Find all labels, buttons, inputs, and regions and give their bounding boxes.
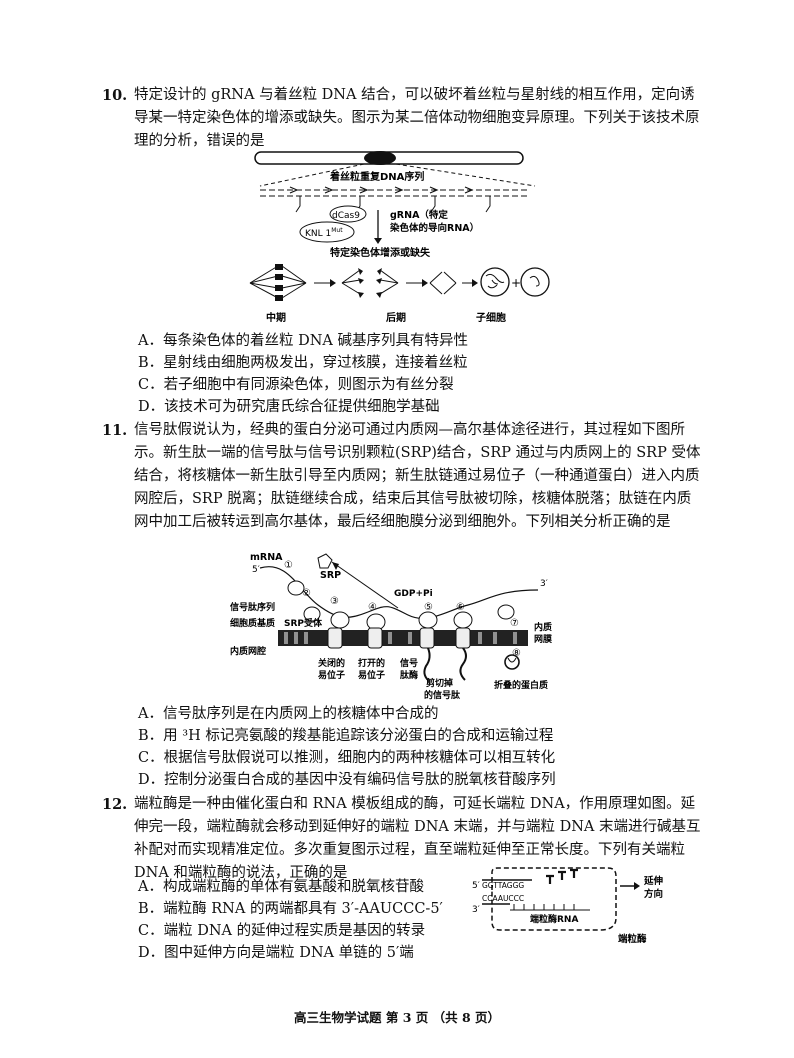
telomerase-label: 端粒酶 bbox=[618, 933, 647, 945]
question-number: 11. bbox=[102, 422, 128, 439]
cut-signal-peptide-2: 的信号肽 bbox=[424, 689, 461, 700]
step-1: ① bbox=[284, 560, 293, 571]
signal-peptidase-2: 肽酶 bbox=[400, 669, 418, 681]
q11-option-c: C．根据信号肽假说可以推测，细胞内的两种核糖体可以相互转化 bbox=[138, 750, 556, 766]
er-membrane bbox=[278, 630, 528, 646]
top-sequence: GGTTAGGG bbox=[482, 881, 524, 890]
question-stem: 端粒酶是一种由催化蛋白和 RNA 模板组成的酶，可延长端粒 DNA，作用原理如图… bbox=[134, 796, 701, 881]
closed-translocon-2: 易位子 bbox=[318, 669, 345, 681]
er-membrane-label-2: 网膜 bbox=[534, 633, 553, 645]
grna-label-1: gRNA（特定 bbox=[390, 209, 448, 221]
repeat-dna-label: 着丝粒重复DNA序列 bbox=[329, 170, 424, 183]
dcas9-label: dCas9 bbox=[332, 211, 360, 221]
q10-option-a: A．每条染色体的着丝粒 DNA 碱基序列具有特异性 bbox=[138, 333, 468, 349]
grna-label-2: 染色体的导向RNA） bbox=[389, 222, 479, 234]
closed-translocon-1: 关闭的 bbox=[318, 657, 345, 669]
q11-option-d: D．控制分泌蛋白合成的基因中没有编码信号肽的脱氧核苷酸序列 bbox=[138, 772, 556, 788]
stage-label-anaphase: 后期 bbox=[386, 311, 406, 324]
question-stem: 特定设计的 gRNA 与着丝粒 DNA 结合，可以破坏着丝粒与星射线的相互作用，… bbox=[134, 87, 700, 149]
step-8: ⑧ bbox=[512, 648, 521, 659]
q11-option-a: A．信号肽序列是在内质网上的核糖体中合成的 bbox=[138, 706, 439, 722]
q10-option-c: C．若子细胞中有同源染色体，则图示为有丝分裂 bbox=[138, 377, 454, 393]
cytosol-label: 细胞质基质 bbox=[230, 617, 275, 629]
step-3: ③ bbox=[330, 596, 339, 607]
q12-option-c: C．端粒 DNA 的延伸过程实质是基因的转录 bbox=[138, 923, 426, 939]
telomerase-outline bbox=[491, 867, 617, 931]
step-4: ④ bbox=[368, 602, 377, 613]
mrna-label: mRNA bbox=[250, 552, 283, 563]
open-translocon-1: 打开的 bbox=[358, 657, 385, 669]
open-translocon-2: 易位子 bbox=[358, 669, 385, 681]
svg-text:+: + bbox=[511, 276, 521, 290]
er-lumen-label: 内质网腔 bbox=[230, 645, 266, 657]
template-rna-label: 端粒酶RNA bbox=[530, 913, 578, 925]
question-12: 12. 端粒酶是一种由催化蛋白和 RNA 模板组成的酶，可延长端粒 DNA，作用… bbox=[102, 793, 704, 885]
three-prime-label: 3′ bbox=[540, 579, 548, 589]
extend-direction-1: 延伸 bbox=[643, 875, 664, 887]
knl1-label: KNL 1Mut bbox=[305, 227, 343, 239]
er-membrane-label-1: 内质 bbox=[534, 621, 552, 633]
step-2: ② bbox=[302, 588, 311, 599]
five-prime-label: 5′ bbox=[472, 881, 480, 891]
stage-label-daughter-cells: 子细胞 bbox=[476, 311, 506, 324]
q12-option-a: A．构成端粒酶的单体有氨基酸和脱氧核苷酸 bbox=[138, 879, 424, 895]
gdp-label: GDP+Pi bbox=[394, 589, 433, 599]
question-number: 10. bbox=[102, 87, 128, 104]
five-prime-label: 5′ bbox=[252, 565, 260, 575]
question-11: 11. 信号肽假说认为，经典的蛋白分泌可通过内质网—高尔基体途径进行，其过程如下… bbox=[102, 419, 704, 534]
extend-direction-2: 方向 bbox=[644, 888, 663, 900]
centromere bbox=[364, 151, 396, 165]
srp-receptor-label: SRP受体 bbox=[284, 617, 323, 629]
q10-option-d: D．该技术可为研究唐氏综合征提供细胞学基础 bbox=[138, 399, 440, 415]
result-label: 特定染色体增添或缺失 bbox=[330, 246, 431, 259]
srp-label: SRP bbox=[320, 570, 341, 581]
question-stem: 信号肽假说认为，经典的蛋白分泌可通过内质网—高尔基体途径进行，其过程如下图所示。… bbox=[134, 422, 701, 530]
step-7: ⑦ bbox=[510, 618, 519, 629]
figure-centromere: 着丝粒重复DNA序列 dCas9 KNL 1Mut gRNA（特定 染色体的导向… bbox=[249, 151, 550, 324]
signal-peptidase-1: 信号 bbox=[400, 657, 418, 669]
bottom-sequence: CCAAUCCC bbox=[482, 894, 524, 903]
q11-option-b: B．用 ³H 标记亮氨酸的羧基能追踪该分泌蛋白的合成和运输过程 bbox=[138, 728, 554, 744]
cut-signal-peptide-1: 剪切掉 bbox=[426, 677, 453, 689]
three-prime-label: 3′ bbox=[472, 905, 480, 915]
stage-label-metaphase: 中期 bbox=[266, 311, 286, 324]
signal-seq-label: 信号肽序列 bbox=[230, 601, 275, 613]
folded-protein-label: 折叠的蛋白质 bbox=[494, 679, 548, 691]
figure-signal-peptide: mRNA 5′ 3′ ① ② ③ ④ ⑤ ⑥ ⑦ ⑧ SRP GDP+Pi 信号… bbox=[230, 552, 553, 700]
figure-telomerase: 5′ 3′ GGTTAGGG CCAAUCCC 端粒酶RNA 延伸 方向 端粒酶 bbox=[472, 867, 664, 945]
question-10: 10. 特定设计的 gRNA 与着丝粒 DNA 结合，可以破坏着丝粒与星射线的相… bbox=[102, 84, 704, 153]
q10-option-b: B．星射线由细胞两极发出，穿过核膜，连接着丝粒 bbox=[138, 355, 468, 371]
step-6: ⑥ bbox=[456, 602, 465, 613]
q12-option-b: B．端粒酶 RNA 的两端都具有 3′-AAUCCC-5′ bbox=[138, 901, 443, 917]
question-number: 12. bbox=[102, 796, 128, 813]
q12-option-d: D．图中延伸方向是端粒 DNA 单链的 5′端 bbox=[138, 945, 414, 961]
step-5: ⑤ bbox=[424, 602, 433, 613]
page-footer: 高三生物学试题 第 3 页 （共 8 页） bbox=[293, 1010, 500, 1025]
